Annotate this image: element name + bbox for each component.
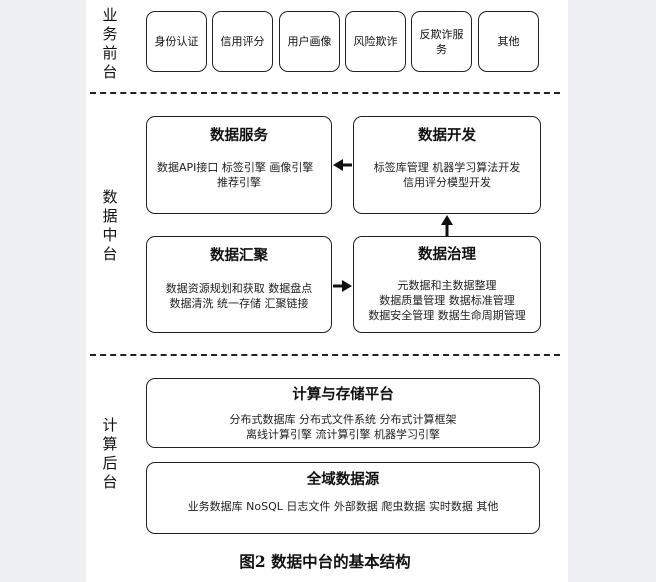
data-dev-box: 数据开发 标签库管理 机器学习算法开发 信用评分模型开发 — [353, 116, 541, 214]
lane-label-front: 业务 前台 — [102, 6, 118, 81]
front-item-identity: 身份认证 — [146, 11, 207, 72]
front-item-other: 其他 — [478, 11, 539, 72]
divider-middle-back — [90, 354, 560, 356]
data-service-box: 数据服务 数据API接口 标签引擎 画像引擎 推荐引擎 — [146, 116, 332, 214]
front-item-antifraud: 反欺诈服务 — [411, 11, 472, 72]
data-dev-title: 数据开发 — [418, 128, 476, 144]
data-sources-body: 业务数据库 NoSQL 日志文件 外部数据 爬虫数据 实时数据 其他 — [187, 500, 499, 513]
front-item-credit: 信用评分 — [212, 11, 273, 72]
data-agg-body: 数据资源规划和获取 数据盘点 数据清洗 统一存储 汇聚链接 — [165, 282, 313, 310]
data-service-body: 数据API接口 标签引擎 画像引擎 推荐引擎 — [157, 161, 314, 189]
data-agg-title: 数据汇聚 — [210, 248, 268, 264]
data-gov-title: 数据治理 — [418, 247, 476, 263]
data-sources-box: 全域数据源 业务数据库 NoSQL 日志文件 外部数据 爬虫数据 实时数据 其他 — [146, 462, 540, 534]
divider-front-middle — [90, 92, 560, 94]
front-item-risk: 风险欺诈 — [345, 11, 406, 72]
compute-storage-box: 计算与存储平台 分布式数据库 分布式文件系统 分布式计算框架 离线计算引擎 流计… — [146, 378, 540, 448]
data-sources-title: 全域数据源 — [306, 472, 380, 488]
lane-label-middle: 数据 中台 — [102, 188, 118, 263]
data-agg-box: 数据汇聚 数据资源规划和获取 数据盘点 数据清洗 统一存储 汇聚链接 — [146, 236, 332, 333]
figure-caption: 图2 数据中台的基本结构 — [239, 552, 411, 571]
lane-label-back: 计算 后台 — [102, 416, 118, 491]
compute-storage-title: 计算与存储平台 — [292, 387, 394, 403]
data-service-title: 数据服务 — [210, 128, 268, 144]
data-gov-box: 数据治理 元数据和主数据整理 数据质量管理 数据标准管理 数据安全管理 数据生命… — [353, 236, 541, 333]
data-dev-body: 标签库管理 机器学习算法开发 信用评分模型开发 — [373, 161, 521, 189]
compute-storage-body: 分布式数据库 分布式文件系统 分布式计算框架 离线计算引擎 流计算引擎 机器学习… — [229, 413, 457, 441]
data-gov-body: 元数据和主数据整理 数据质量管理 数据标准管理 数据安全管理 数据生命周期管理 — [368, 279, 526, 322]
front-item-profile: 用户画像 — [279, 11, 340, 72]
